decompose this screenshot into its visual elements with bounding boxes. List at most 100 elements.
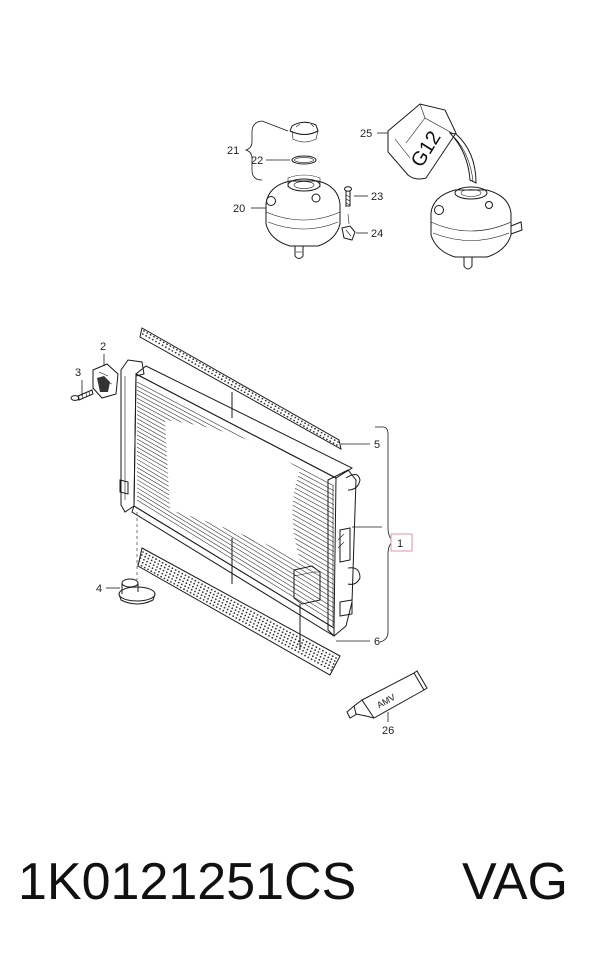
seal-texture-dot xyxy=(193,582,196,585)
seal-texture-dot xyxy=(169,345,172,347)
seal-texture-dot xyxy=(151,567,154,570)
seal-texture-dot xyxy=(281,631,284,634)
seal-texture-dot xyxy=(190,581,192,583)
seal-texture-dot xyxy=(181,583,183,586)
seal-texture-dot xyxy=(278,629,281,632)
seal-texture-dot xyxy=(161,344,164,347)
seal-texture-dot xyxy=(207,587,210,589)
seal-texture-dot xyxy=(170,581,172,583)
seal-texture-dot xyxy=(287,412,290,415)
seal-texture-dot xyxy=(155,558,158,561)
callout-6: 6 xyxy=(374,636,380,648)
seal-texture-dot xyxy=(325,662,327,665)
seal-texture-dot xyxy=(327,435,329,438)
seal-texture-dot xyxy=(165,571,168,574)
seal-texture-dot xyxy=(211,372,213,375)
seal-texture-dot xyxy=(214,374,217,377)
seal-texture-dot xyxy=(310,658,313,661)
seal-texture-dot xyxy=(143,330,145,332)
coolant-bottle: G12 xyxy=(387,103,457,180)
rubber-mount xyxy=(118,512,156,605)
seal-texture-dot xyxy=(281,642,283,644)
seal-texture-dot xyxy=(150,570,153,573)
seal-texture-dot xyxy=(262,628,265,631)
seal-texture-dot xyxy=(319,655,322,658)
seal-texture-dot xyxy=(141,561,144,564)
seal-texture-dot xyxy=(267,627,270,629)
seal-texture-dot xyxy=(158,570,160,573)
seal-texture-dot xyxy=(255,627,257,630)
seal-texture-dot xyxy=(264,399,267,402)
seal-texture-dot xyxy=(321,660,324,663)
seal-texture-dot xyxy=(186,579,189,582)
seal-texture-dot xyxy=(295,646,298,649)
seal-texture-dot xyxy=(233,612,236,614)
seal-texture-dot xyxy=(259,615,262,618)
seal-texture-dot xyxy=(226,608,229,611)
seal-texture-dot xyxy=(201,367,203,369)
seal-texture-dot xyxy=(228,605,230,608)
seal-texture-dot xyxy=(167,576,170,579)
seal-texture-dot xyxy=(330,658,333,661)
seal-texture-dot xyxy=(280,412,282,414)
seal-texture-dot xyxy=(306,427,309,429)
seal-texture-dot xyxy=(184,574,187,577)
seal-texture-dot xyxy=(248,624,251,626)
seal-texture-dot xyxy=(265,622,267,625)
seal-texture-dot xyxy=(332,442,335,444)
seal-texture-dot xyxy=(256,624,259,627)
callout-21: 21 xyxy=(227,145,239,157)
seal-texture-dot xyxy=(166,343,168,346)
seal-texture-dot xyxy=(195,587,198,590)
seal-texture-dot xyxy=(289,417,292,420)
seal-texture-dot xyxy=(199,362,201,364)
seal-texture-dot xyxy=(301,642,303,644)
seal-texture-dot xyxy=(272,633,275,636)
seal-texture-dot xyxy=(241,612,243,615)
seal-texture-dot xyxy=(274,405,277,408)
seal-texture-dot xyxy=(295,635,298,638)
seal-texture-dot xyxy=(188,584,191,586)
seal-texture-dot xyxy=(230,383,233,386)
seal-texture-dot xyxy=(183,588,185,591)
seal-texture-dot xyxy=(247,616,250,619)
seal-texture-dot xyxy=(156,337,159,340)
callout-4: 4 xyxy=(96,583,102,595)
seal-texture-dot xyxy=(320,652,323,655)
seal-texture-dot xyxy=(312,644,314,647)
seal-texture-dot xyxy=(245,611,248,614)
seal-texture-dot xyxy=(277,407,280,409)
seal-texture-dot xyxy=(208,367,211,370)
seal-texture-dot xyxy=(299,423,302,426)
seal-texture-dot xyxy=(176,584,179,587)
seal-texture-dot xyxy=(306,648,309,651)
radiator-fin-line xyxy=(136,487,335,609)
seal-texture-dot xyxy=(312,430,315,433)
seal-texture-dot xyxy=(172,575,175,577)
seal-texture-dot xyxy=(286,415,289,418)
seal-texture-dot xyxy=(254,394,257,396)
seal-texture-dot xyxy=(296,643,299,646)
seal-texture-dot xyxy=(211,596,214,599)
seal-texture-dot xyxy=(199,586,202,589)
top-seal-strip xyxy=(139,327,342,450)
seal-texture-dot xyxy=(317,661,319,664)
seal-texture-dot xyxy=(300,420,303,423)
seal-texture-dot xyxy=(225,377,228,379)
bottom-seal-strip xyxy=(137,547,341,676)
seal-texture-dot xyxy=(231,607,234,610)
seal-texture-dot xyxy=(242,620,244,623)
seal-texture-dot xyxy=(313,652,315,655)
seal-texture-dot xyxy=(294,416,297,419)
seal-texture-dot xyxy=(322,657,325,660)
seal-texture-dot xyxy=(223,606,226,609)
part-number: 1K0121251CS xyxy=(18,853,357,911)
seal-texture-dot xyxy=(248,613,251,616)
seal-texture-dot xyxy=(204,368,207,371)
seal-texture-dot xyxy=(326,438,328,441)
seal-texture-dot xyxy=(332,663,335,665)
seal-texture-dot xyxy=(201,591,204,593)
seal-texture-dot xyxy=(207,597,210,600)
seal-texture-dot xyxy=(180,575,183,578)
seal-texture-dot xyxy=(282,639,285,641)
